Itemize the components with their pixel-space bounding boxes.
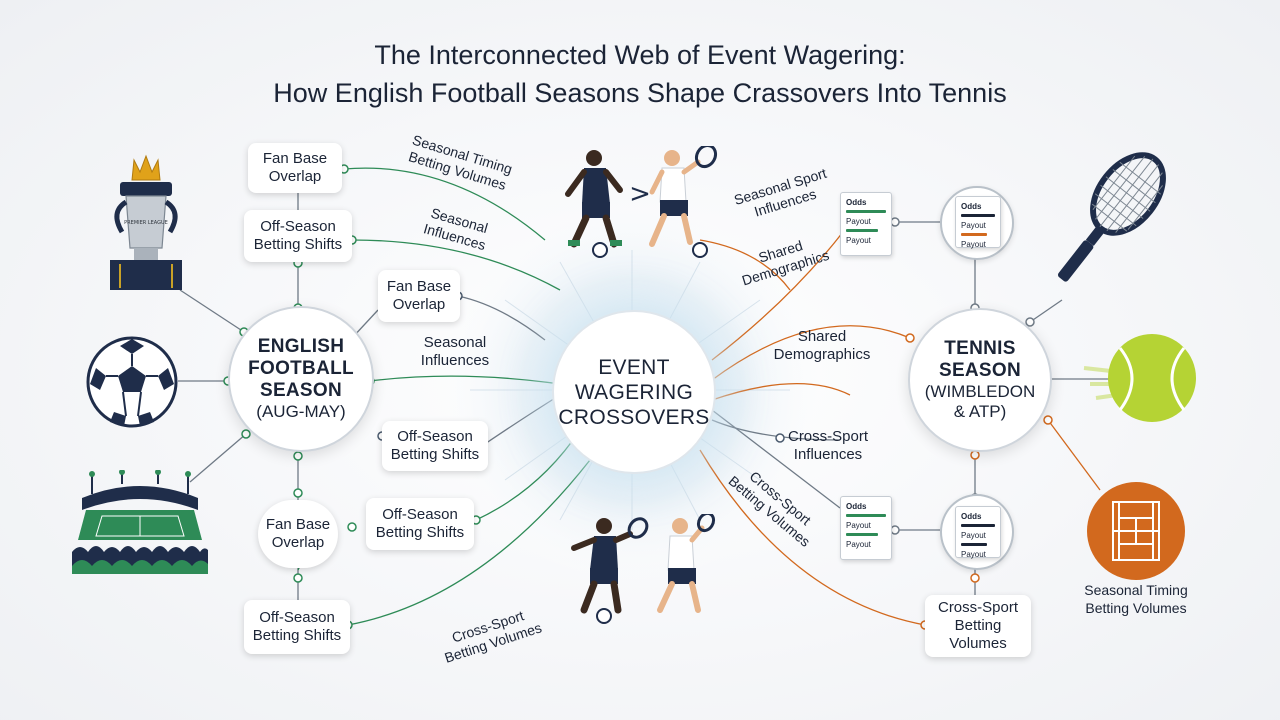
box-fan-base-overlap-2: Fan Base Overlap [378, 270, 460, 322]
box-line-2: Overlap [268, 168, 322, 185]
odds-slip-4: Odds Payout Payout [955, 506, 1001, 559]
label-shared-demographics-2: Shared Demographics [760, 328, 884, 364]
odds-slip-header: Odds [846, 198, 867, 207]
tennis-racket-icon [1057, 152, 1166, 282]
odds-slip-3: Odds Payout Payout [840, 496, 892, 560]
odds-slip-header: Odds [961, 512, 982, 521]
trophy-icon: PREMIER LEAGUE [110, 154, 182, 290]
footballer-icon: > [565, 150, 651, 258]
box-fan-base-overlap-1: Fan Base Overlap [248, 143, 342, 193]
trophy-inscription: PREMIER LEAGUE [124, 220, 168, 226]
football-icon [86, 336, 178, 428]
tennis-court-icon [1087, 482, 1185, 580]
odds-slip-bar [846, 229, 878, 232]
box-cross-sport-betting-volumes: Cross-Sport Betting Volumes [925, 595, 1031, 657]
odds-slip-row: Payout [961, 550, 986, 559]
label-line-2: Influences [420, 352, 490, 369]
hub-english-football-season: ENGLISH FOOTBALL SEASON (AUG-MAY) [228, 306, 374, 452]
box-line-1: Fan Base [386, 278, 452, 295]
box-off-season-betting-shifts-1: Off-Season Betting Shifts [244, 210, 352, 262]
box-line-3: Volumes [949, 635, 1007, 652]
title-line-2: How English Football Seasons Shape Crass… [273, 78, 1007, 108]
box-off-season-betting-shifts-3: Off-Season Betting Shifts [366, 498, 474, 550]
box-line-2: Betting [954, 617, 1002, 634]
odds-slip-bar [961, 524, 995, 527]
box-line-2: Betting Shifts [252, 627, 342, 644]
hub-event-wagering-crossovers: EVENT WAGERING CROSSOVERS [552, 310, 716, 474]
label-line-1: Shared [797, 328, 847, 345]
hub-center-line-1: EVENT [598, 355, 670, 379]
box-line-2: Betting Shifts [253, 236, 343, 253]
odds-slip-bar [846, 210, 886, 213]
odds-slip-row: Payout [846, 540, 871, 549]
odds-slip-1: Odds Payout Payout [840, 192, 892, 256]
label-line-1: Seasonal Timing [1084, 582, 1188, 598]
box-line-1: Fan Base [265, 516, 331, 533]
odds-slip-row: Payout [846, 217, 871, 226]
hub-left-line-3: SEASON [259, 380, 343, 401]
hub-right-line-4: & ATP) [953, 402, 1007, 421]
footballer-icon-bottom [571, 514, 716, 624]
odds-slip-header: Odds [846, 502, 867, 511]
box-line-2: Betting Shifts [390, 446, 480, 463]
odds-slip-bar [846, 533, 878, 536]
label-line-1: Seasonal [423, 334, 487, 351]
box-line-1: Cross-Sport [937, 599, 1019, 616]
hub-left-line-1: ENGLISH [257, 336, 345, 357]
box-line-2: Overlap [271, 534, 325, 551]
tennis-ball-icon [1083, 334, 1196, 422]
hub-right-line-1: TENNIS [944, 338, 1016, 359]
hub-right-line-3: (WIMBLEDON [924, 382, 1036, 401]
label-line-2: Influences [793, 446, 863, 463]
box-line-1: Off-Season [397, 428, 473, 445]
label-line-2: Betting Volumes [1085, 600, 1187, 616]
box-line-1: Off-Season [382, 506, 458, 523]
box-line-1: Off-Season [260, 218, 336, 235]
odds-slip-bar [961, 214, 995, 217]
hub-left-line-2: FOOTBALL [248, 358, 354, 379]
box-line-1: Off-Season [259, 609, 335, 626]
label-seasonal-influences-2: Seasonal Influences [410, 334, 500, 370]
odds-slip-row: Payout [846, 521, 871, 530]
odds-slip-bar [961, 233, 987, 236]
box-off-season-betting-shifts-4: Off-Season Betting Shifts [244, 600, 350, 654]
label-line-2: Demographics [773, 346, 871, 363]
odds-slip-row: Payout [961, 531, 986, 540]
odds-slip-row: Payout [961, 240, 986, 249]
box-fan-base-overlap-3: Fan Base Overlap [258, 500, 338, 568]
hub-right-line-2: SEASON [938, 360, 1022, 381]
label-seasonal-timing-betting-volumes-2: Seasonal Timing Betting Volumes [1070, 581, 1202, 617]
odds-slip-header: Odds [961, 202, 982, 211]
hub-tennis-season: TENNIS SEASON (WIMBLEDON & ATP) [908, 308, 1052, 452]
odds-slip-row: Payout [961, 221, 986, 230]
title-line-1: The Interconnected Web of Event Wagering… [374, 40, 906, 70]
label-cross-sport-influences: Cross-Sport Influences [778, 428, 878, 464]
label-line-1: Cross-Sport [787, 428, 869, 445]
odds-slip-2: Odds Payout Payout [955, 196, 1001, 249]
hub-center-line-3: CROSSOVERS [558, 405, 710, 429]
odds-slip-bar [961, 543, 987, 546]
box-line-2: Betting Shifts [375, 524, 465, 541]
hub-left-line-4: (AUG-MAY) [256, 402, 346, 421]
page-title: The Interconnected Web of Event Wagering… [0, 36, 1280, 112]
stadium-icon [72, 470, 208, 574]
tennis-player-icon [649, 146, 718, 258]
odds-slip-row: Payout [846, 236, 871, 245]
box-off-season-betting-shifts-2: Off-Season Betting Shifts [382, 421, 488, 471]
box-line-2: Overlap [392, 296, 446, 313]
hub-center-line-2: WAGERING [574, 380, 694, 404]
arrow-glyph: > [629, 179, 651, 209]
odds-slip-bar [846, 514, 886, 517]
box-line-1: Fan Base [262, 150, 328, 167]
